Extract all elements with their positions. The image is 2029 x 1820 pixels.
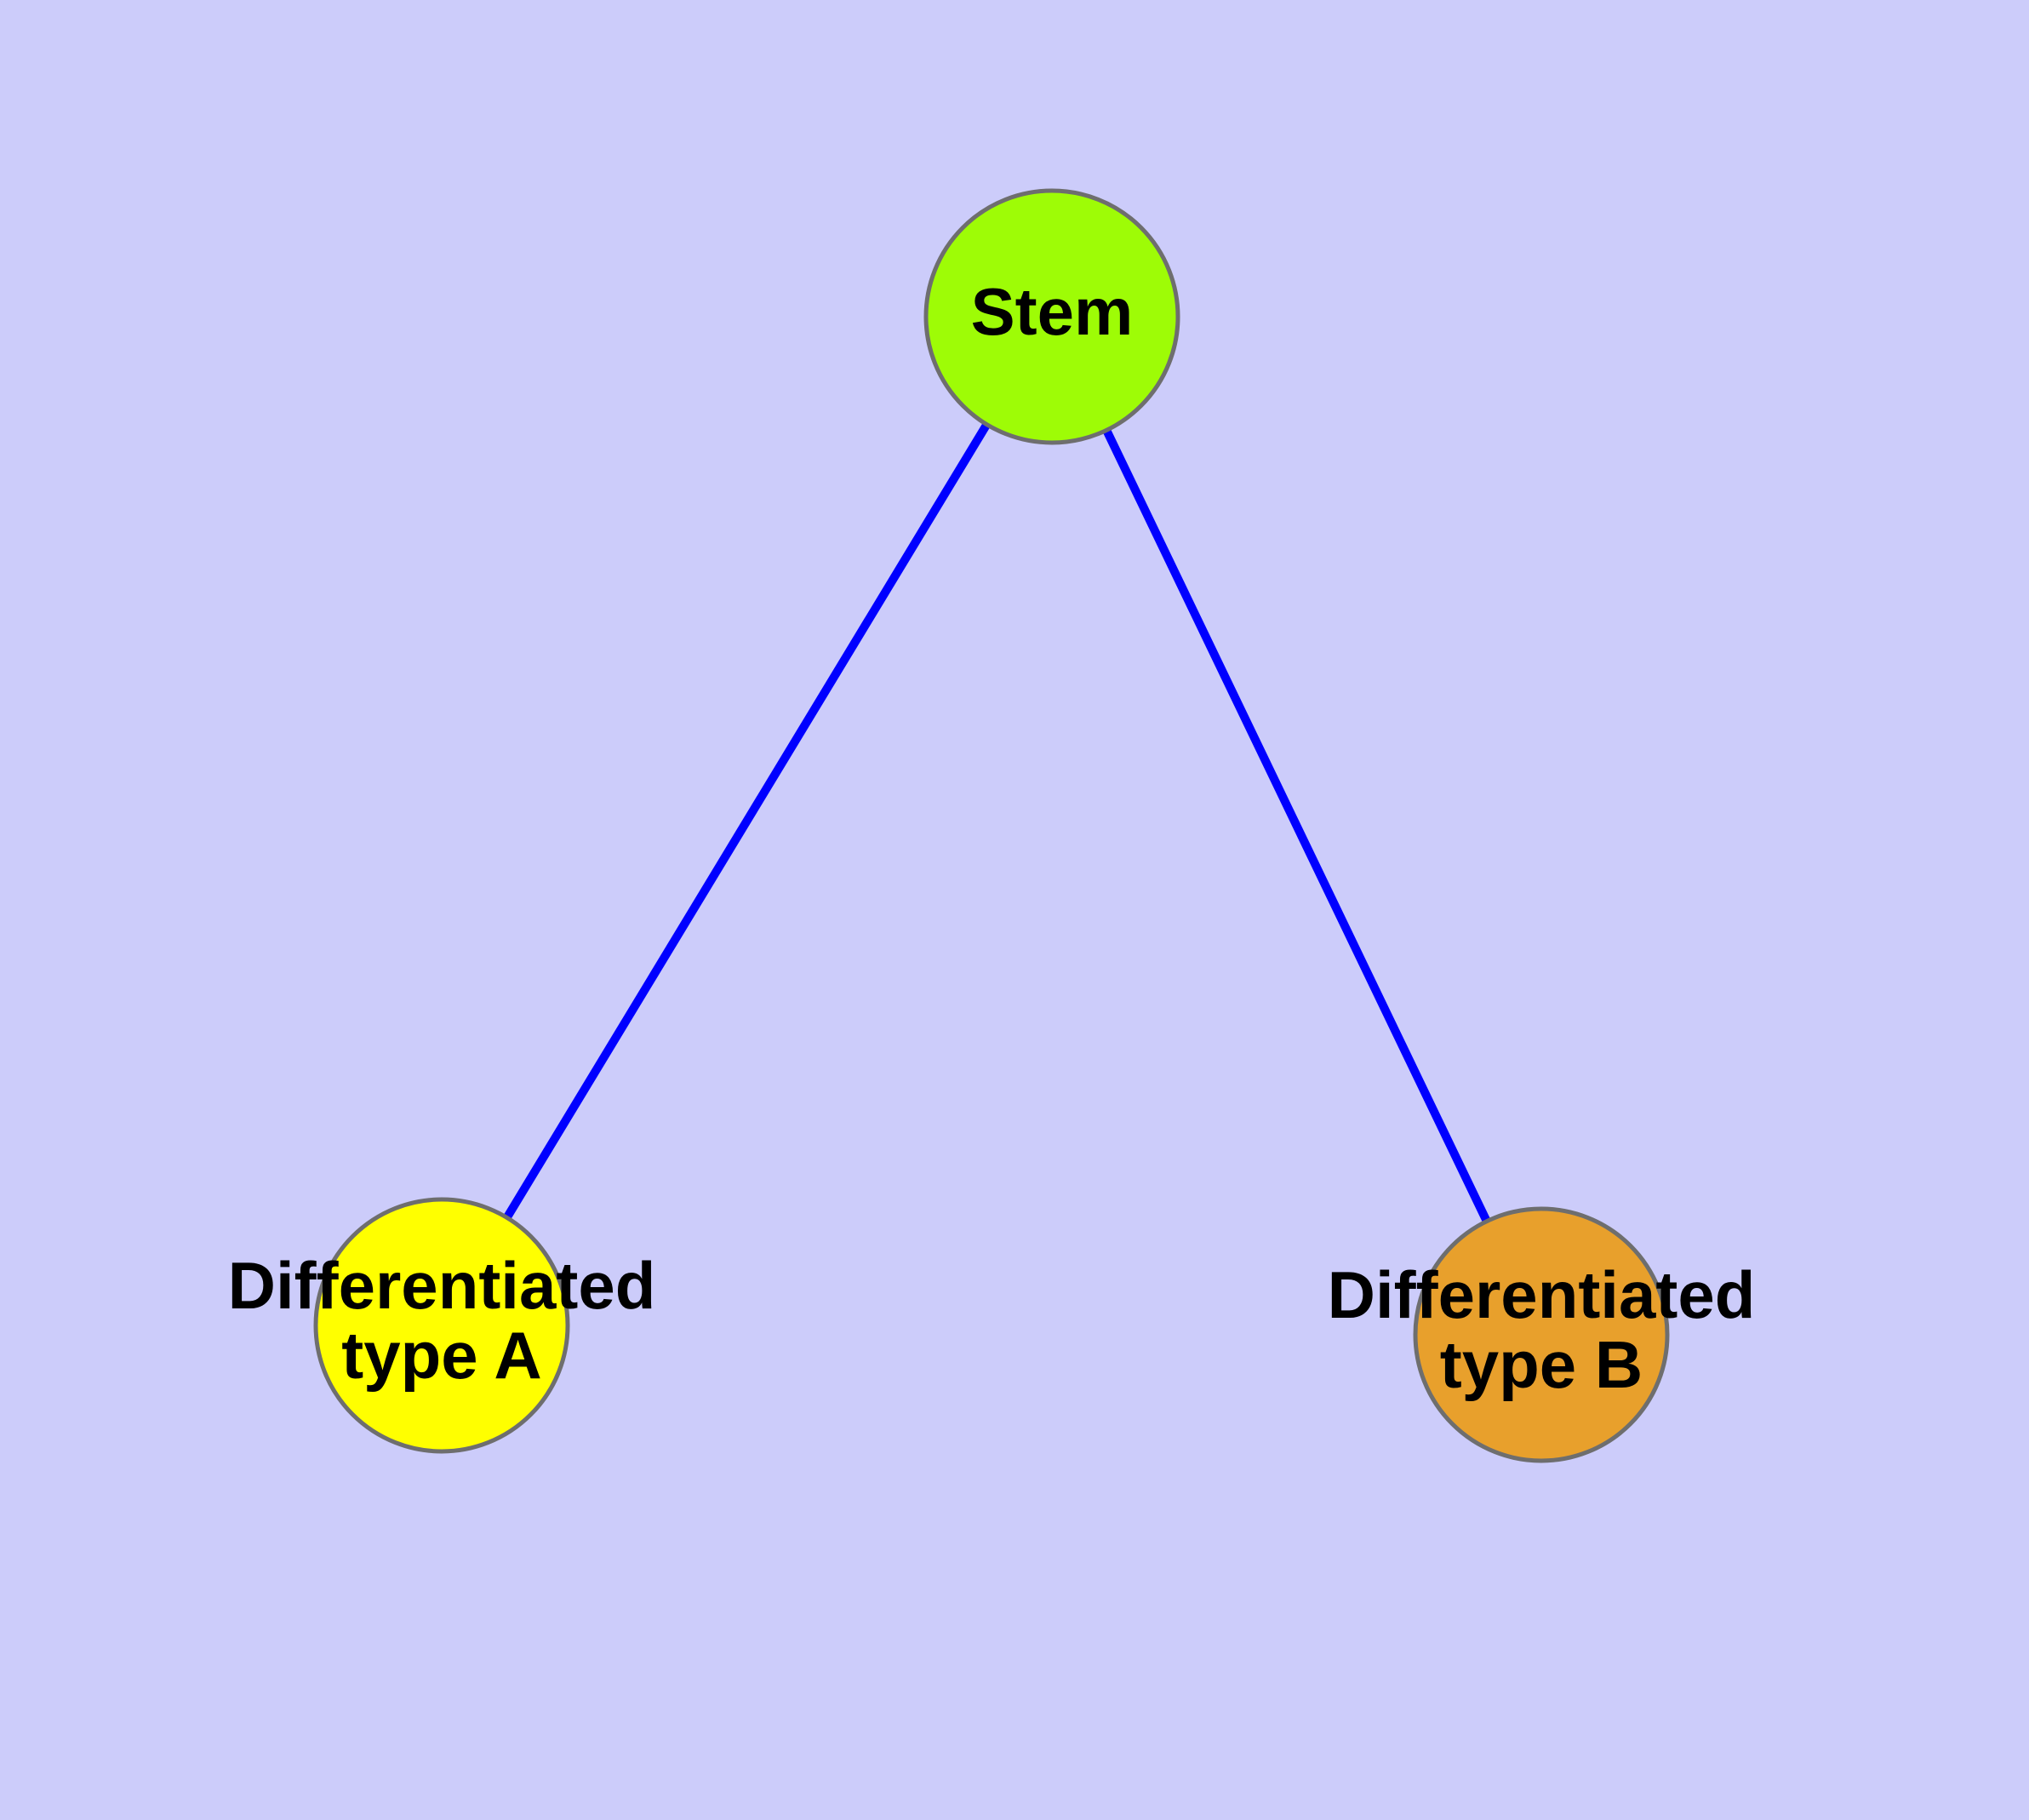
- node-label-line: Stem: [971, 274, 1134, 349]
- node-label-line: type B: [1440, 1327, 1643, 1402]
- edges-layer: [504, 423, 1490, 1222]
- node-stem[interactable]: [923, 188, 1180, 445]
- node-diff-a[interactable]: [313, 1197, 570, 1454]
- node-diff-b[interactable]: [1413, 1206, 1670, 1463]
- node-label-stem: Stem: [971, 274, 1134, 349]
- node-label-line: type A: [341, 1318, 542, 1393]
- node-label-line: Differentiated: [1328, 1257, 1756, 1332]
- nodes-layer: [313, 188, 1670, 1463]
- node-label-line: Differentiated: [228, 1248, 656, 1323]
- edge-stem-to-diff-a: [504, 423, 990, 1219]
- edge-stem-to-diff-b: [1103, 430, 1490, 1222]
